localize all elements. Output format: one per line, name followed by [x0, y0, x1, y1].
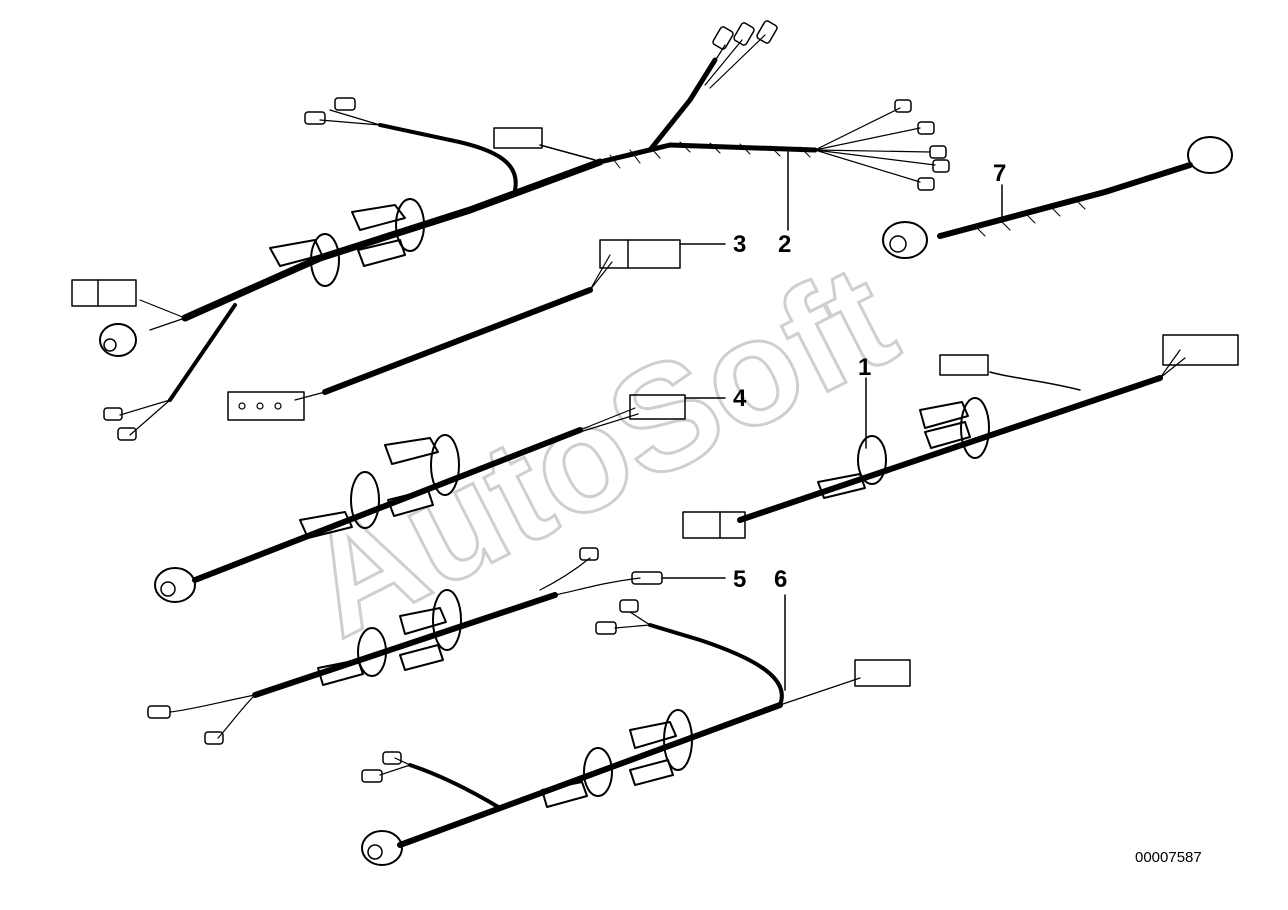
callout-5: 5: [733, 566, 746, 593]
watermark: AutoSoft: [278, 231, 918, 668]
harness-6: [361, 594, 911, 866]
harness-4: [154, 394, 726, 603]
harness-3: [227, 239, 726, 421]
callout-6: 6: [774, 566, 787, 593]
document-number: 00007587: [1135, 849, 1202, 866]
callout-3: 3: [733, 231, 746, 258]
callout-7: 7: [993, 160, 1006, 187]
harness-7: [882, 136, 1233, 259]
harness-5: [147, 547, 726, 745]
harness-2: [71, 20, 950, 441]
callout-4: 4: [733, 385, 747, 412]
callout-2: 2: [778, 231, 791, 258]
harness-1: [682, 334, 1239, 539]
callout-1: 1: [858, 354, 871, 381]
